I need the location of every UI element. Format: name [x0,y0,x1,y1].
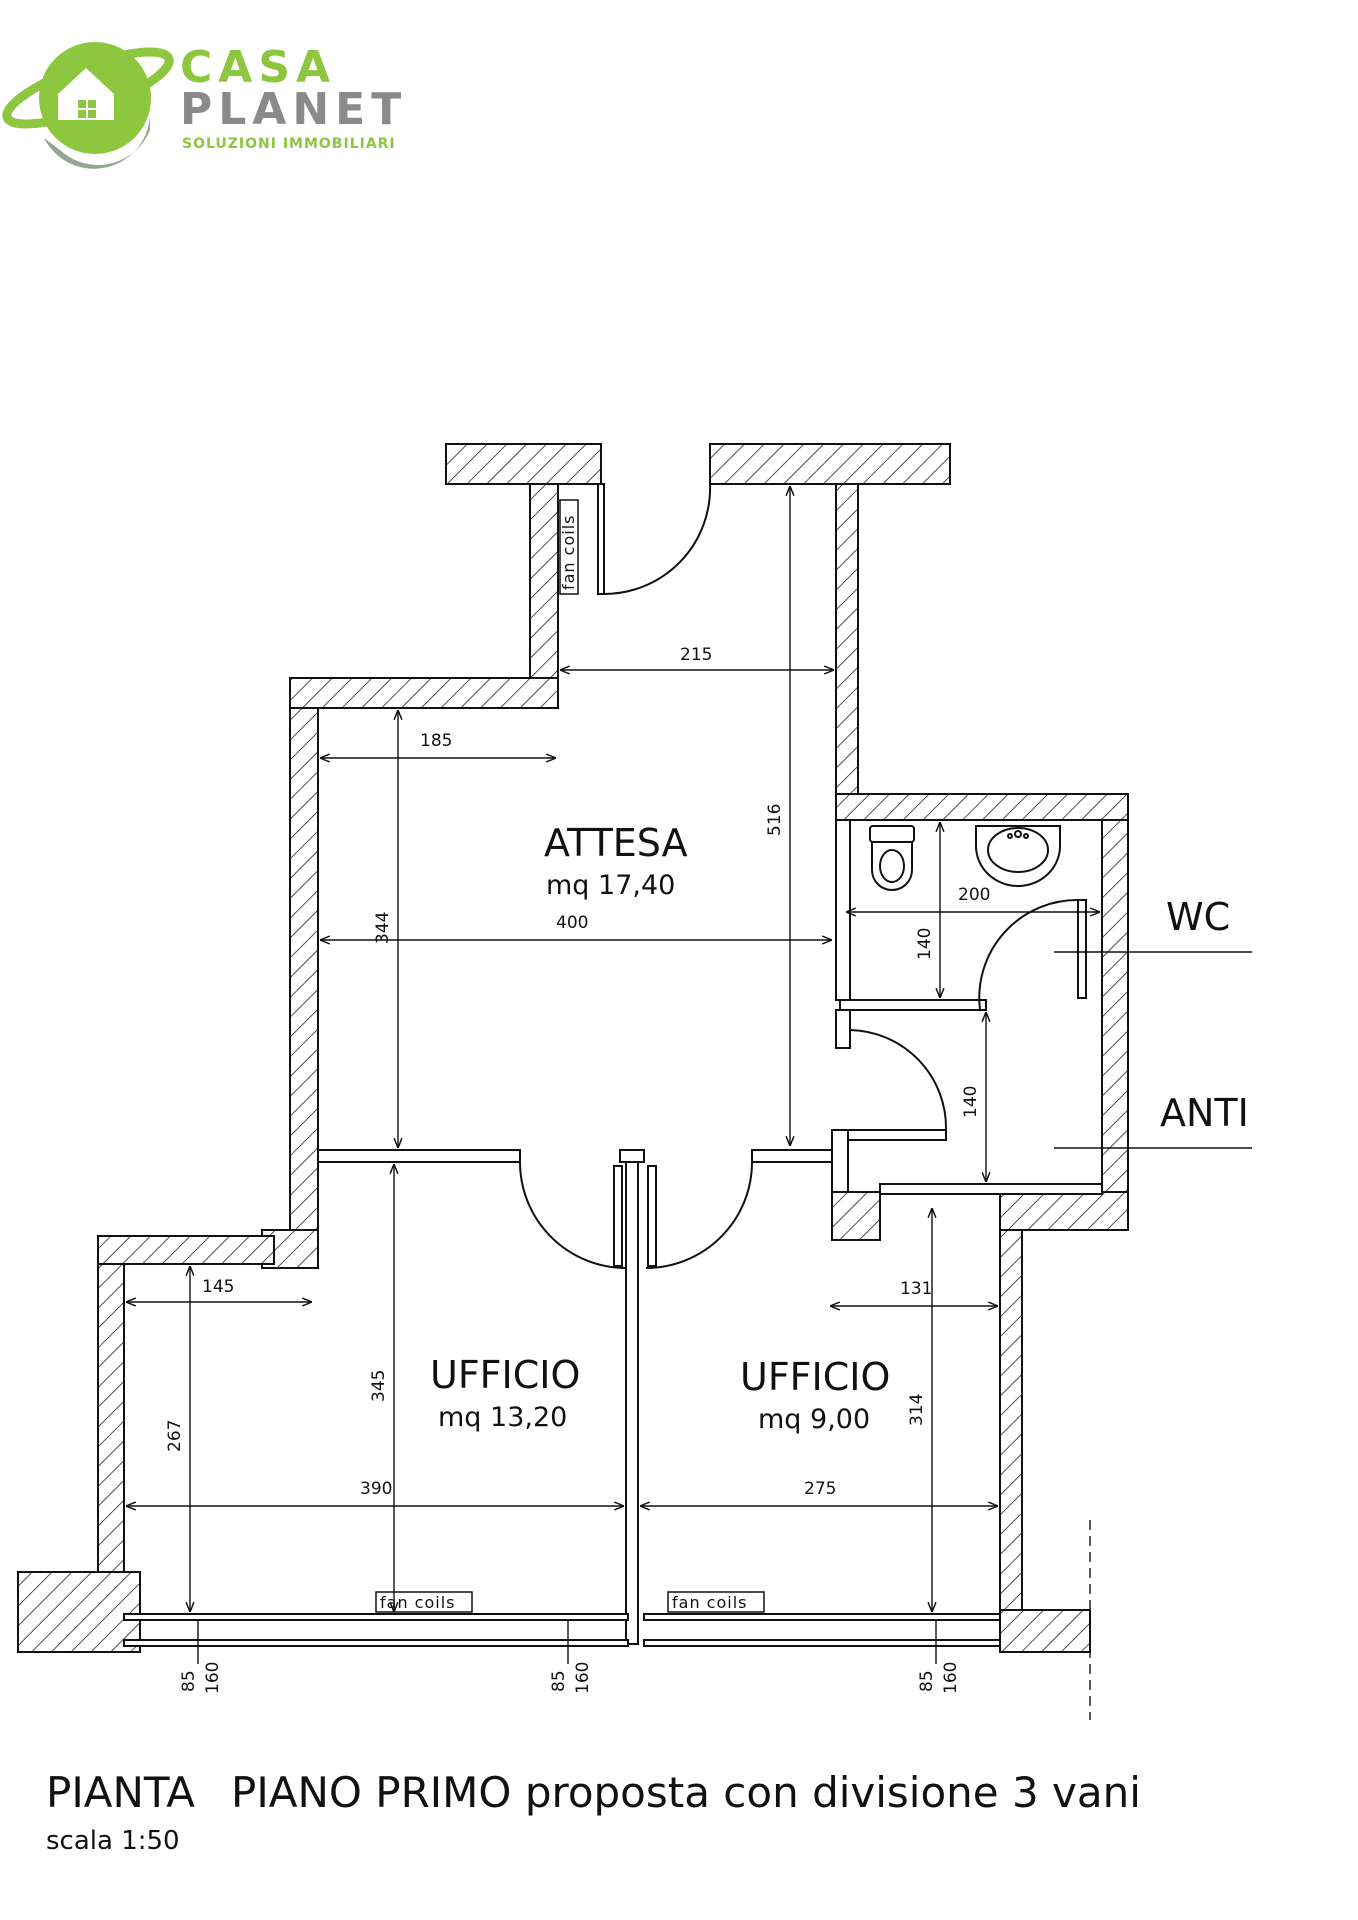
fan-coils-right: fan coils [667,1591,765,1613]
room-attesa-area: mq 17,40 [546,870,675,901]
dim-314: 314 [907,1394,927,1426]
partitions [123,483,1103,1647]
dim-185: 185 [420,731,452,751]
wc-fixtures [869,825,1061,891]
fan-coils-entry: fan coils [559,499,579,595]
tag-anti: ANTI [1160,1091,1249,1135]
fan-coils-left: fan coils [375,1591,473,1613]
doors [519,483,1087,1269]
logo-line2: PLANET [180,84,407,135]
logo-tagline: SOLUZIONI IMMOBILIARI [182,136,396,152]
dim-160-right: 160 [941,1662,961,1694]
door-wc [978,898,1081,1011]
walls [17,443,1129,1653]
dim-344: 344 [373,912,393,944]
room-attesa-name: ATTESA [544,821,688,865]
plan-caption-scale: scala 1:50 [46,1826,180,1856]
room-labels: ATTESA mq 17,40 UFFICIO mq 13,20 UFFICIO… [430,821,1249,1435]
door-attesa-left [519,1161,627,1269]
fan-coils-label-left: fan coils [380,1593,455,1612]
door-attesa-right [645,1161,753,1269]
dimension-labels: 215 185 516 400 344 200 140 140 145 131 … [165,645,990,1694]
dim-85-right: 85 [917,1670,937,1692]
fan-coils: fan coils fan coils fan coils [375,499,765,1613]
dim-516: 516 [765,804,785,836]
planet-house-icon [2,42,174,169]
logo-line1: CASA [180,42,336,93]
dim-140-anti: 140 [961,1086,981,1118]
dim-85-left: 85 [179,1670,199,1692]
dim-160-mid: 160 [573,1662,593,1694]
dim-400: 400 [556,913,588,933]
dim-275: 275 [804,1479,836,1499]
room-ufficio-left-name: UFFICIO [430,1353,580,1397]
dim-140-wc: 140 [915,928,935,960]
dim-345: 345 [369,1370,389,1402]
room-ufficio-right-area: mq 9,00 [758,1404,870,1435]
room-ufficio-right-name: UFFICIO [740,1355,890,1399]
dim-85-mid: 85 [549,1670,569,1692]
dim-390: 390 [360,1479,392,1499]
door-anti [849,1029,948,1131]
caption-title: PIANO PRIMO proposta con divisione 3 van… [231,1768,1141,1817]
dim-160-left: 160 [203,1662,223,1694]
dim-145: 145 [202,1277,234,1297]
toilet-icon [869,825,915,891]
caption-pianta: PIANTA [46,1768,195,1817]
dim-200: 200 [958,885,990,905]
dim-267: 267 [165,1420,185,1452]
dim-215: 215 [680,645,712,665]
fan-coils-label-right: fan coils [672,1593,747,1612]
plan-caption-title: PIANTA PIANO PRIMO proposta con divisione… [46,1768,1177,1817]
dim-131: 131 [900,1279,932,1299]
fan-coils-label-entry: fan coils [559,515,578,590]
tag-wc: WC [1166,895,1230,939]
logo: CASA PLANET SOLUZIONI IMMOBILIARI [2,42,407,169]
room-ufficio-left-area: mq 13,20 [438,1402,567,1433]
dimension-lines [126,486,1252,1720]
sink-icon [975,825,1061,887]
